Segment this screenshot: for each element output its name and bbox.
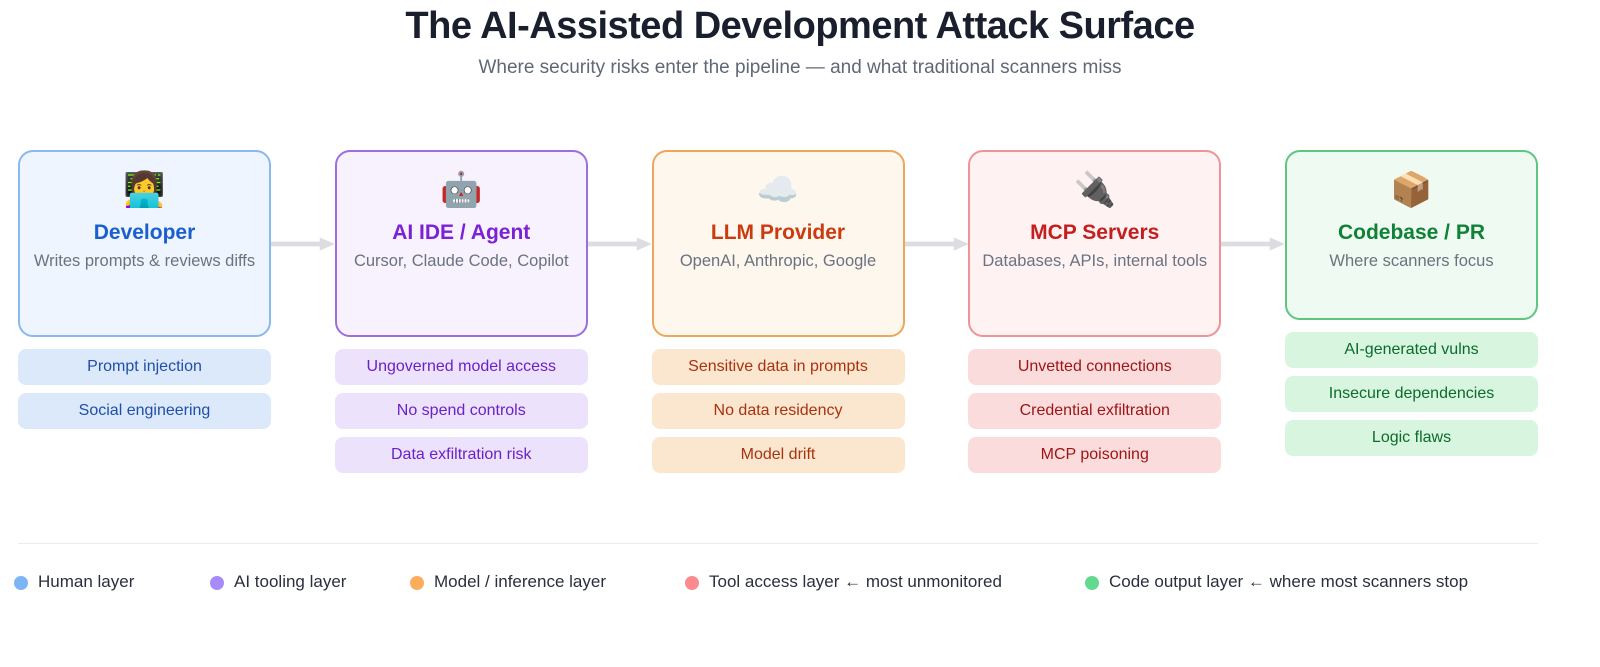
arrow-right-icon	[587, 236, 652, 251]
stage-title: MCP Servers	[1030, 221, 1160, 244]
stage-title: Codebase / PR	[1337, 221, 1486, 244]
legend-dot-icon	[210, 576, 224, 590]
arrow-right-icon	[271, 236, 335, 251]
flow-arrow-1	[271, 150, 335, 337]
flow-arrow-2	[587, 150, 652, 337]
legend-label: AI tooling layer	[234, 572, 347, 591]
risk-pill[interactable]: Data exfiltration risk	[334, 437, 588, 473]
stage-title: Developer	[93, 221, 196, 244]
cloud-emoji: ☁️	[756, 170, 800, 210]
page-title: The AI-Assisted Development Attack Surfa…	[405, 5, 1195, 47]
arrow-right-icon	[904, 236, 969, 251]
legend-label: Code output layer ← where most scanners …	[1109, 572, 1469, 591]
risk-pill-list: Sensitive data in prompts No data residen…	[651, 349, 905, 473]
legend-item-3: Model / inference layer	[410, 570, 685, 594]
flow-arrow-3	[904, 150, 969, 337]
risk-pill[interactable]: No spend controls	[334, 393, 588, 429]
robot-emoji: 🤖	[440, 170, 483, 210]
header: The AI-Assisted Development Attack Surfa…	[0, 0, 1600, 81]
stage-title: LLM Provider	[710, 221, 846, 244]
risk-pill-list: Ungoverned model access No spend controls…	[334, 349, 588, 473]
flow-arrow-4	[1221, 150, 1285, 337]
risk-pill[interactable]: Model drift	[651, 437, 905, 473]
legend-dot-icon	[14, 576, 28, 590]
legend-label: Human layer	[38, 572, 135, 591]
legend-item-5: Code output layer ← where most scanners …	[1085, 570, 1515, 594]
legend: Human layer AI tooling layer Model / infer…	[14, 570, 1574, 594]
risk-pill[interactable]: AI-generated vulns	[1285, 332, 1538, 368]
risk-pill[interactable]: Ungoverned model access	[334, 349, 588, 385]
legend-dot-icon	[685, 576, 699, 590]
risk-pill[interactable]: Logic flaws	[1285, 420, 1538, 456]
risk-pill[interactable]: Insecure dependencies	[1285, 376, 1538, 412]
legend-divider	[18, 543, 1538, 544]
risk-pill[interactable]: Unvetted connections	[968, 349, 1222, 385]
stage-subtitle: Where scanners focus	[1329, 252, 1494, 270]
risk-pill[interactable]: Prompt injection	[18, 349, 271, 385]
risk-pill[interactable]: Social engineering	[18, 393, 271, 429]
stage-subtitle: Cursor, Claude Code, Copilot	[353, 252, 569, 270]
risk-pill[interactable]: MCP poisoning	[968, 437, 1222, 473]
legend-item-1: Human layer	[14, 570, 210, 594]
stage-subtitle: Writes prompts & reviews diffs	[33, 252, 256, 270]
page-subtitle: Where security risks enter the pipeline …	[478, 57, 1122, 78]
legend-dot-icon	[1085, 576, 1099, 590]
risk-pill[interactable]: Sensitive data in prompts	[651, 349, 905, 385]
legend-item-2: AI tooling layer	[210, 570, 410, 594]
electric-plug-emoji: 🔌	[1073, 170, 1116, 210]
stage-subtitle: Databases, APIs, internal tools	[982, 252, 1208, 270]
legend-label: Model / inference layer	[434, 572, 606, 591]
risk-pill[interactable]: No data residency	[651, 393, 905, 429]
stage-subtitle: OpenAI, Anthropic, Google	[679, 252, 877, 270]
stage-title: AI IDE / Agent	[392, 221, 531, 244]
package-emoji: 📦	[1390, 170, 1433, 210]
legend-label: Tool access layer ← most unmonitored	[709, 572, 1002, 591]
woman-technologist-emoji: 👩‍💻	[123, 170, 166, 210]
arrow-right-icon	[1221, 236, 1285, 251]
legend-dot-icon	[410, 576, 424, 590]
stage-card-5[interactable]: 📦 Codebase / PR Where scanners focus	[1285, 150, 1538, 320]
legend-item-4: Tool access layer ← most unmonitored	[685, 570, 1085, 594]
risk-pill[interactable]: Credential exfiltration	[968, 393, 1222, 429]
